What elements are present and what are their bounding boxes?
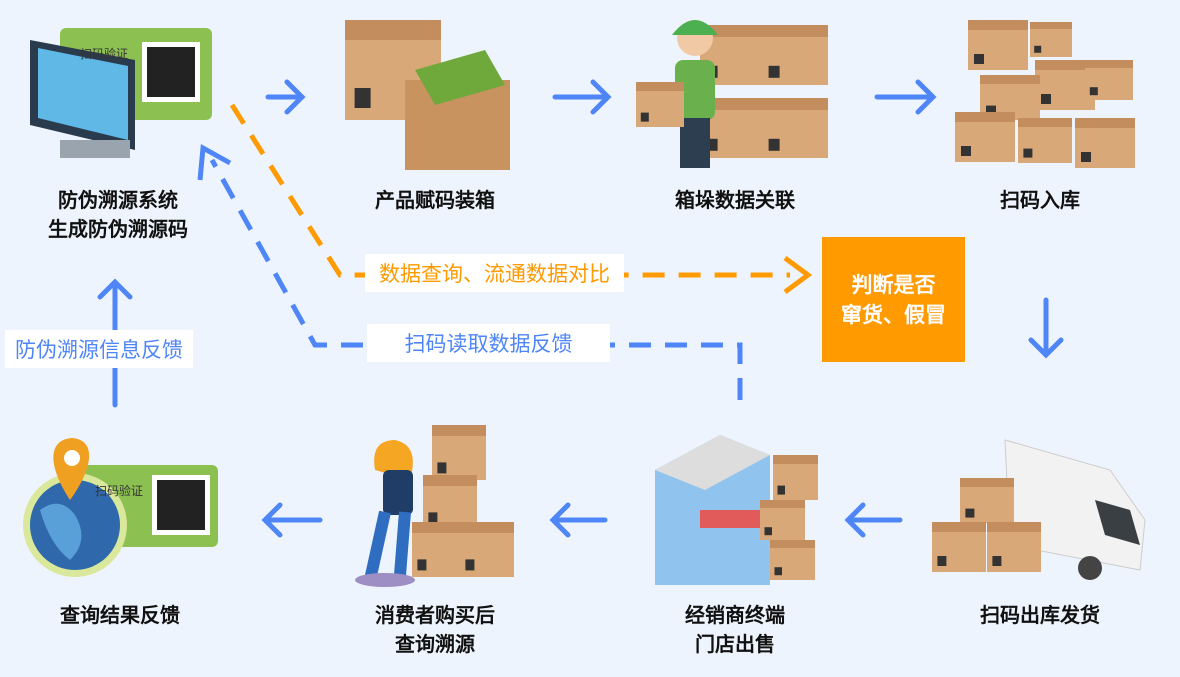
packing-box-illustration [345, 20, 510, 170]
card-label: 扫码验证 [95, 484, 144, 498]
step-6-label: 经销商终端门店出售 [685, 603, 785, 656]
arrow-left-icon [261, 502, 323, 538]
step-1-label: 防伪溯源系统生成防伪溯源码 [48, 188, 188, 241]
system-monitor-illustration [30, 28, 212, 158]
step-7-label: 消费者购买后查询溯源 [375, 603, 495, 656]
store-building-illustration [655, 435, 818, 585]
step-8-label: 查询结果反馈 [60, 603, 180, 627]
orange-arrowhead [783, 255, 813, 295]
delivery-truck-illustration [932, 439, 1146, 580]
card-label: 扫码验证 [80, 47, 129, 61]
step-2-label: 产品赋码装箱 [375, 188, 495, 212]
orange-dashed-flow [229, 103, 790, 278]
arrow-right-icon [552, 79, 612, 115]
consumer-illustration [355, 425, 514, 587]
blue-dashed-arrowhead [197, 143, 232, 181]
step-4-label: 扫码入库 [1000, 188, 1080, 212]
worker-boxes-illustration [636, 20, 828, 168]
step-3-label: 箱垛数据关联 [675, 188, 795, 212]
globe-query-illustration [23, 438, 218, 577]
info-feedback-tag: 防伪溯源信息反馈 [5, 330, 193, 368]
arrow-right-icon [874, 79, 937, 115]
scan-feedback-tag: 扫码读取数据反馈 [367, 324, 610, 362]
warehouse-boxes-illustration [955, 20, 1135, 168]
step-5-label: 扫码出库发货 [980, 603, 1100, 627]
arrow-down-icon [1028, 297, 1064, 359]
judge-box: 判断是否窜货、假冒 [822, 237, 965, 362]
arrow-left-icon [549, 502, 608, 538]
arrow-left-icon [844, 502, 903, 538]
arrow-right-icon [265, 79, 306, 115]
data-compare-tag: 数据查询、流通数据对比 [365, 254, 624, 292]
